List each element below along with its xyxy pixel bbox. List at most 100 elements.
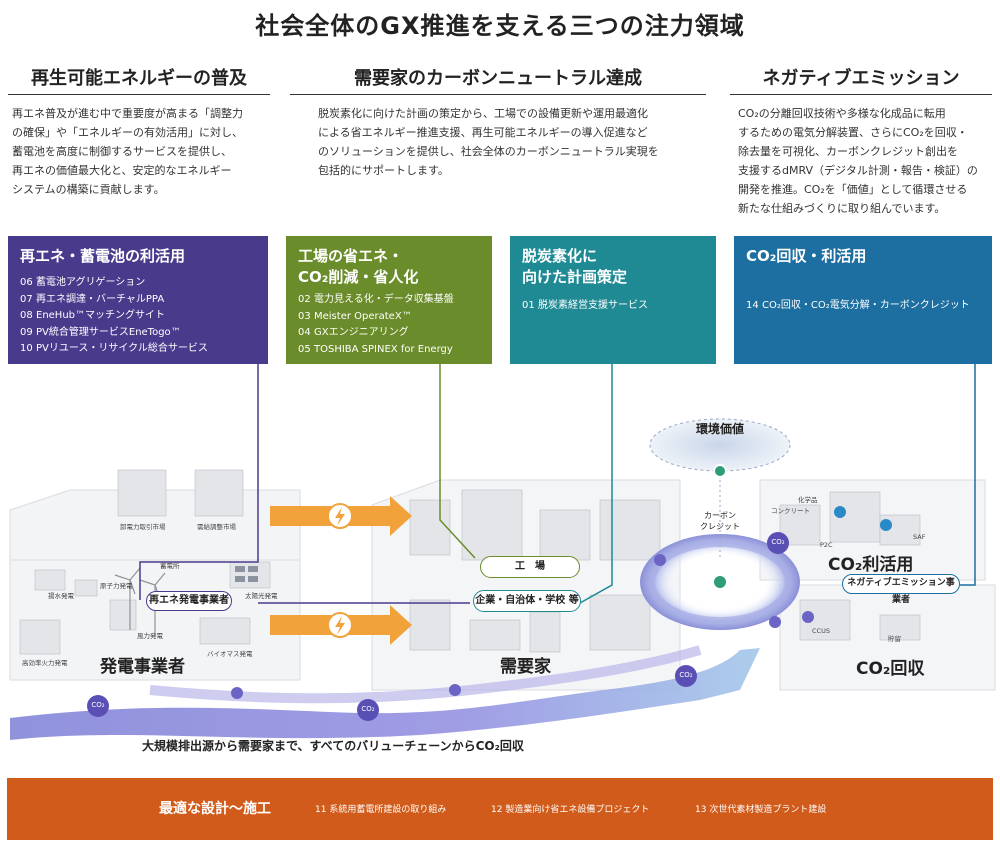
label-concrete: コンクリート (771, 507, 810, 515)
lightning-icons (335, 507, 345, 635)
renewable-operator-pill: 再エネ発電事業者 (146, 591, 232, 611)
box-heading: 向けた計画策定 (522, 268, 628, 286)
text-line: するための電気分解装置、さらにCO₂を回収・ (738, 126, 968, 139)
text-line: システムの構築に貢献します。 (12, 183, 165, 196)
bottom-item: 13 次世代素材製造プラント建設 (695, 805, 827, 815)
text-line: 再エネ普及が進む中で重要度が高まる「調整力 (12, 107, 243, 120)
diagram-illustration (9, 364, 996, 740)
label-balancing-market: 需給調整市場 (197, 523, 236, 531)
text-line: 脱炭素化に向けた計画の策定から、工場での設備更新や運用最適化 (318, 107, 648, 120)
text-line: 除去量を可視化、カーボンクレジット創出を (738, 145, 958, 158)
text-line: 開発を推進。CO₂を「価値」として循環させる (738, 183, 968, 196)
column-heading-negative: ネガティブエミッション (762, 68, 960, 89)
co2-tag: CO₂ (771, 538, 785, 546)
item-label: 脱炭素経営支援サービス (538, 300, 648, 311)
text-line: のソリューションを提供し、社会全体のカーボンニュートラル実現を (318, 145, 659, 158)
item-label: Meister OperateX™ (314, 310, 412, 322)
column-heading-demand: 需要家のカーボンニュートラル達成 (354, 68, 642, 89)
label-p2c: P2C (820, 541, 833, 549)
item-label: PVリユース・リサイクル総合サービス (36, 343, 208, 354)
env-value-label: 環境価値 (695, 422, 744, 436)
column-rule (8, 94, 270, 95)
label-thermal: 高効率火力発電 (22, 659, 68, 667)
item-label: CO₂回収・CO₂電気分解・カーボンクレジット (762, 300, 970, 311)
text-line: 支援するdMRV（デジタル計測・報告・検証）の (738, 164, 978, 177)
column-heading-renewable: 再生可能エネルギーの普及 (31, 68, 247, 89)
text-line: 包括的にサポートします。 (318, 164, 449, 177)
column-rule (730, 94, 992, 95)
bottom-heading: 最適な設計〜施工 (159, 801, 271, 817)
text-line: カーボン (704, 511, 736, 520)
credit-center-dot (712, 574, 728, 590)
text-line: クレジット (700, 522, 740, 531)
item-number: 02 (298, 294, 311, 305)
carbon-credit-label: カーボン クレジット (690, 510, 750, 532)
zone-label-co2-use: CO₂利活用 (828, 555, 914, 575)
label-ccus: CCUS (812, 627, 830, 635)
companies-pill: 企業・自治体・学校 等 (473, 590, 581, 612)
env-value-dot (713, 464, 727, 478)
co2-tag: CO₂ (361, 705, 375, 713)
buildings (19, 469, 921, 655)
item-label: GXエンジニアリング (314, 327, 409, 338)
co2-flow-upper (149, 645, 702, 704)
co2-flow-band (10, 648, 760, 740)
text-line: 蓄電池を高度に制御するサービスを提供し、 (12, 145, 232, 158)
label-storage: 貯留 (888, 635, 901, 643)
item-label: 再エネ調達・バーチャルPPA (36, 293, 165, 305)
box-heading: 工場の省エネ・ (298, 247, 404, 265)
item-number: 08 (20, 310, 33, 321)
connector-lines (139, 364, 976, 604)
text-line: の確保」や「エネルギーの有効活用」に対し、 (12, 126, 243, 139)
item-number: 05 (298, 343, 311, 355)
box-heading: CO₂回収・利活用 (746, 247, 867, 265)
label-nuclear: 原子力発電 (100, 582, 133, 590)
zone-label-power: 発電事業者 (100, 657, 185, 677)
label-biomass: バイオマス発電 (207, 650, 253, 658)
label-solar: 太陽光発電 (245, 592, 278, 600)
text-line: 再エネの価値最大化と、安定的なエネルギー (12, 164, 232, 177)
label-chemicals: 化学品 (798, 496, 818, 504)
bottom-item: 11 系統用蓄電所建設の取り組み (315, 805, 447, 815)
label-storage-station: 蓄電所 (160, 562, 180, 570)
item-label: EneHub™マッチングサイト (36, 310, 166, 321)
label-saf: SAF (913, 533, 926, 541)
factory-pill: 工 場 (480, 556, 580, 578)
column-text-demand: 脱炭素化に向けた計画の策定から、工場での設備更新や運用最適化 による省エネルギー… (318, 104, 698, 180)
label-wholesale-market: 卸電力取引市場 (120, 523, 166, 531)
column-text-renewable: 再エネ普及が進む中で重要度が高まる「調整力 の確保」や「エネルギーの有効活用」に… (12, 104, 272, 199)
item-label: PV統合管理サービスEneTogo™ (36, 326, 181, 338)
column-rule (290, 94, 706, 95)
item-number: 10 (20, 343, 33, 354)
item-label: 電力見える化・データ収集基盤 (314, 294, 454, 305)
item-number: 07 (20, 293, 33, 305)
item-number: 09 (20, 326, 33, 338)
bottom-item: 12 製造業向け省エネ設備プロジェクト (491, 805, 650, 815)
text-line: による省エネルギー推進支援、再生可能エネルギーの導入促進など (318, 126, 648, 139)
box-heading: 再エネ・蓄電池の利活用 (20, 247, 186, 265)
item-number: 03 (298, 310, 311, 322)
column-text-negative: CO₂の分離回収技術や多様な化成品に転用 するための電気分解装置、さらにCO₂を… (738, 104, 994, 218)
item-label: TOSHIBA SPINEX for Energy (314, 343, 453, 355)
item-number: 06 (20, 277, 33, 288)
co2-tag: CO₂ (679, 671, 693, 679)
text-line: 新たな仕組みづくりに取り組んでいます。 (738, 202, 946, 215)
diagram-caption: 大規模排出源から需要家まで、すべてのバリューチェーンからCO₂回収 (142, 739, 524, 753)
item-number: 14 (746, 300, 759, 311)
item-label: 蓄電池アグリゲーション (36, 277, 146, 288)
item-number: 01 (522, 300, 535, 311)
